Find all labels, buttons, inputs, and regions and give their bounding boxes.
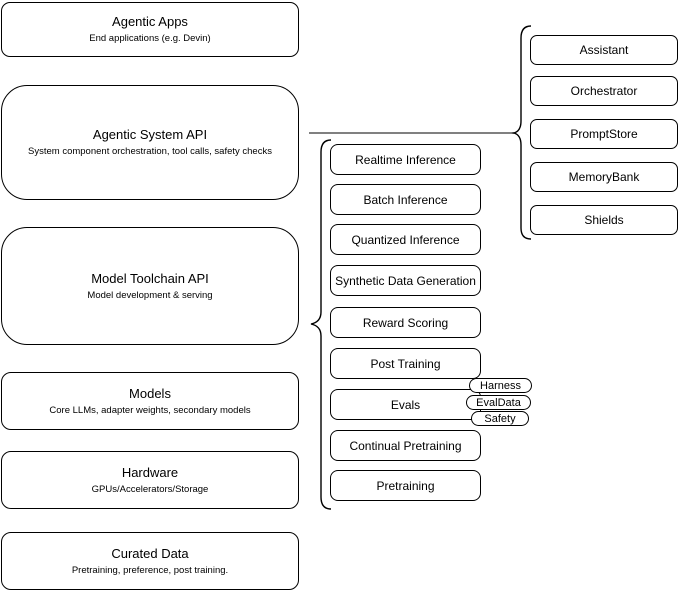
models-title: Models (129, 385, 171, 401)
service-label: Quantized Inference (351, 232, 460, 247)
hardware-title: Hardware (121, 464, 179, 480)
agentic-system-api-box: Agentic System API System component orch… (1, 85, 299, 200)
service-box-batch-inference: Batch Inference (330, 184, 481, 215)
service-box-continual-pretraining: Continual Pretraining (330, 430, 481, 461)
hardware-subtitle: GPUs/Accelerators/Storage (91, 483, 209, 495)
service-box-quantized-inference: Quantized Inference (330, 224, 481, 255)
curated-data-subtitle: Pretraining, preference, post training. (71, 564, 229, 576)
service-box-realtime-inference: Realtime Inference (330, 144, 481, 175)
toolchain-services-brace (310, 139, 332, 510)
service-label: Continual Pretraining (349, 438, 462, 453)
component-label: Assistant (579, 43, 629, 57)
component-label: PromptStore (570, 127, 638, 141)
service-box-post-training: Post Training (330, 348, 481, 379)
agentic-system-api-subtitle: System component orchestration, tool cal… (28, 146, 272, 157)
agentic-system-api-title: Agentic System API (92, 127, 208, 142)
curated-data-box: Curated Data Pretraining, preference, po… (1, 532, 299, 590)
component-label: Orchestrator (570, 84, 638, 98)
service-box-synthetic-data-generation: Synthetic Data Generation (330, 265, 481, 296)
service-label: Realtime Inference (355, 152, 456, 167)
eval-tag-safety: Safety (471, 411, 529, 426)
agentic-apps-box: Agentic Apps End applications (e.g. Devi… (1, 2, 299, 57)
models-box: Models Core LLMs, adapter weights, secon… (1, 372, 299, 430)
service-box-evals: Evals (330, 389, 481, 420)
eval-tag-label: Harness (480, 379, 521, 392)
model-toolchain-api-subtitle: Model development & serving (87, 289, 213, 301)
component-box-promptstore: PromptStore (530, 119, 678, 149)
model-toolchain-api-box: Model Toolchain API Model development & … (1, 227, 299, 345)
service-label: Reward Scoring (362, 315, 449, 330)
eval-tag-evaldata: EvalData (466, 395, 531, 410)
component-label: Shields (584, 213, 624, 227)
eval-tag-label: Safety (484, 412, 516, 425)
component-box-shields: Shields (530, 205, 678, 235)
agentic-apps-title: Agentic Apps (112, 14, 188, 29)
eval-tag-harness: Harness (469, 378, 532, 393)
component-label: MemoryBank (568, 170, 640, 184)
service-label: Evals (390, 397, 421, 412)
service-label: Synthetic Data Generation (335, 273, 476, 288)
curated-data-title: Curated Data (111, 545, 189, 561)
service-label: Batch Inference (363, 192, 448, 207)
models-subtitle: Core LLMs, adapter weights, secondary mo… (49, 404, 251, 416)
eval-tag-label: EvalData (476, 396, 521, 409)
component-box-memorybank: MemoryBank (530, 162, 678, 192)
service-box-reward-scoring: Reward Scoring (330, 307, 481, 338)
service-label: Pretraining (376, 478, 435, 493)
service-label: Post Training (370, 356, 441, 371)
component-box-assistant: Assistant (530, 35, 678, 65)
model-toolchain-api-title: Model Toolchain API (91, 270, 209, 286)
hardware-box: Hardware GPUs/Accelerators/Storage (1, 451, 299, 509)
agentic-apps-subtitle: End applications (e.g. Devin) (89, 33, 211, 44)
component-box-orchestrator: Orchestrator (530, 76, 678, 106)
service-box-pretraining: Pretraining (330, 470, 481, 501)
system-components-brace (511, 25, 532, 240)
